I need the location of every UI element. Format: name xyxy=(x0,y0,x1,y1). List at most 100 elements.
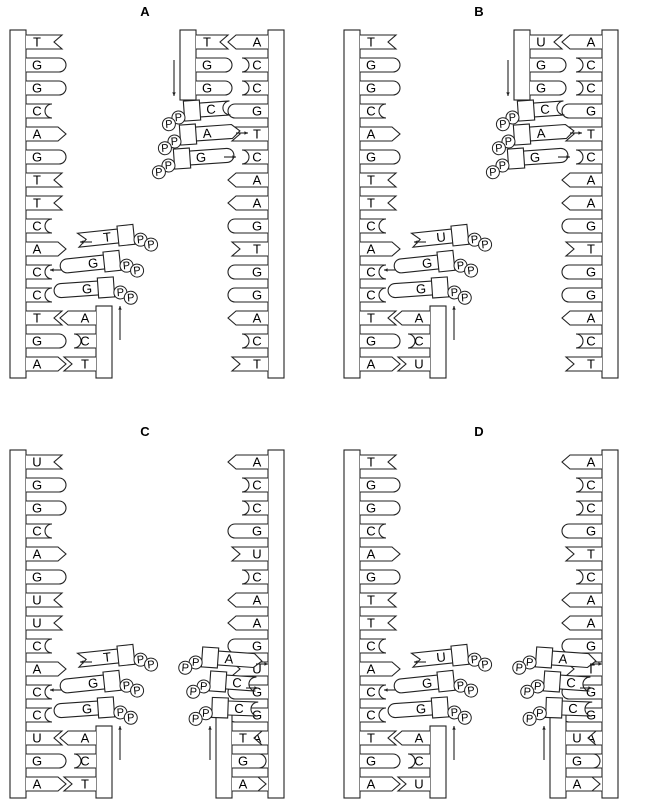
base-letter: G xyxy=(32,81,42,96)
base-c-shape xyxy=(241,333,268,349)
base-letter: G xyxy=(366,754,376,769)
base-letter: C xyxy=(586,570,595,585)
base-a-shape xyxy=(360,661,401,677)
base-letter: C xyxy=(586,334,595,349)
base-u-shape xyxy=(566,730,598,746)
base-letter: G xyxy=(586,685,596,700)
sugar-box xyxy=(116,643,136,667)
arrow-head xyxy=(80,240,84,244)
phosphate-label: P xyxy=(147,659,156,672)
base-letter: G xyxy=(81,281,92,297)
arrow-head xyxy=(506,92,510,96)
base-letter: C xyxy=(234,701,244,716)
base-letter: A xyxy=(367,777,376,792)
base-letter: G xyxy=(529,149,540,165)
base-letter: G xyxy=(32,334,42,349)
right-backbone xyxy=(601,449,619,799)
base-g-shape xyxy=(561,218,602,234)
base-letter: A xyxy=(81,311,90,326)
base-g-shape xyxy=(561,103,602,119)
sugar-box xyxy=(430,696,450,719)
base-c-shape xyxy=(575,569,602,585)
phosphate-circle xyxy=(457,710,472,725)
base-c-shape xyxy=(575,149,602,165)
phosphate-circle xyxy=(491,141,506,156)
base-g-shape xyxy=(561,523,602,539)
base-g-shape xyxy=(360,57,401,73)
arrow-head xyxy=(208,726,212,730)
base-c-shape xyxy=(73,333,96,349)
base-letter: U xyxy=(436,229,447,245)
base-letter: C xyxy=(252,478,261,493)
base-g-shape xyxy=(53,700,99,719)
base-letter: G xyxy=(586,265,596,280)
phosphate-circle xyxy=(144,237,159,252)
base-a-shape xyxy=(227,34,268,50)
base-letter: C xyxy=(80,334,89,349)
phosphate-label: P xyxy=(116,707,124,719)
base-letter: G xyxy=(572,754,582,769)
upper-new-strand-backbone xyxy=(513,29,531,101)
phosphate-label: P xyxy=(200,681,208,693)
base-a-shape xyxy=(561,310,602,326)
base-letter: G xyxy=(87,255,99,271)
base-c-shape xyxy=(575,477,602,493)
right-backbone xyxy=(267,29,285,379)
base-letter: G xyxy=(32,754,42,769)
base-letter: G xyxy=(586,708,596,723)
base-letter: T xyxy=(203,35,211,50)
sugar-box xyxy=(102,249,122,273)
base-a-shape xyxy=(561,172,602,188)
base-letter: T xyxy=(367,35,375,50)
base-t-shape xyxy=(230,356,268,372)
right-backbone xyxy=(267,449,285,799)
base-t-shape xyxy=(26,195,64,211)
base-c-shape xyxy=(26,264,53,280)
base-c-shape xyxy=(561,700,593,717)
base-letter: A xyxy=(415,731,424,746)
base-g-shape xyxy=(360,753,401,769)
base-letter: C xyxy=(32,104,41,119)
base-a-shape xyxy=(360,546,401,562)
base-letter: C xyxy=(366,639,375,654)
base-letter: C xyxy=(586,58,595,73)
base-letter: C xyxy=(566,675,576,691)
phosphate-circle xyxy=(478,237,493,252)
phosphate-label: P xyxy=(450,707,458,719)
base-letter: G xyxy=(366,81,376,96)
panel-label: B xyxy=(474,4,483,19)
phosphate-label: P xyxy=(470,654,479,667)
base-letter: U xyxy=(32,593,41,608)
base-a-shape xyxy=(227,195,268,211)
base-c-shape xyxy=(360,218,387,234)
arrow-head xyxy=(542,726,546,730)
sugar-box xyxy=(178,123,198,146)
base-letter: T xyxy=(367,593,375,608)
incoming-nucleotide: CPP xyxy=(161,99,231,132)
base-letter: G xyxy=(421,675,433,691)
base-g-shape xyxy=(26,80,67,96)
base-letter: A xyxy=(33,357,42,372)
base-letter: C xyxy=(414,754,423,769)
phosphate-label: P xyxy=(470,234,479,247)
sugar-box xyxy=(506,147,526,170)
base-u-shape xyxy=(230,546,268,562)
phosphate-circle xyxy=(157,141,172,156)
base-letter: U xyxy=(414,777,423,792)
base-a-shape xyxy=(360,776,401,792)
base-letter: U xyxy=(32,616,41,631)
base-letter: U xyxy=(436,649,447,665)
base-g-shape xyxy=(59,674,105,694)
base-g-shape xyxy=(26,753,67,769)
base-a-shape xyxy=(227,172,268,188)
base-t-shape xyxy=(360,615,398,631)
sugar-box xyxy=(545,696,563,719)
phosphate-label: P xyxy=(526,657,534,669)
incoming-nucleotide: CPP xyxy=(495,99,565,132)
base-letter: C xyxy=(32,288,41,303)
